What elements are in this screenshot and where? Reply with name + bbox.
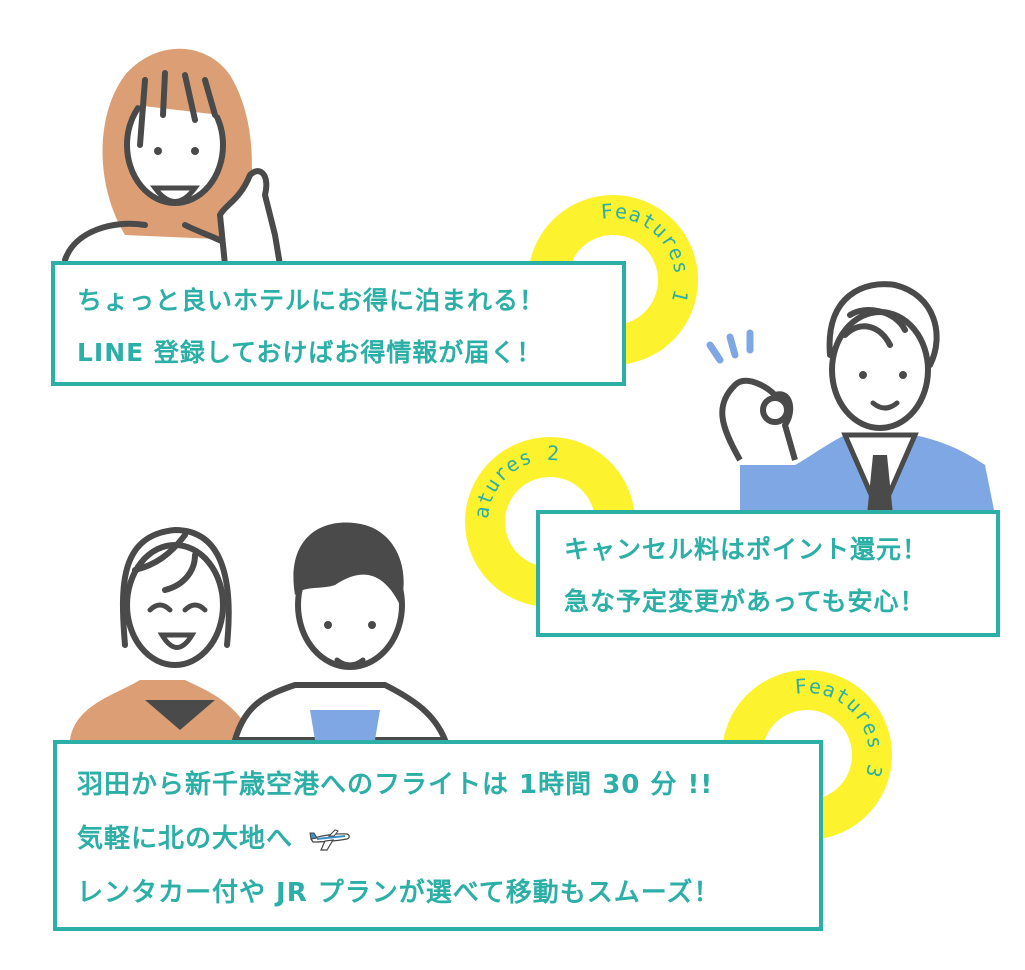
woman-thumbs-up-illustration xyxy=(62,48,283,265)
feature-1-line-2: LINE 登録しておけばお得情報が届く！ xyxy=(77,338,543,367)
feature-1-line-1: ちょっと良いホテルにお得に泊まれる！ xyxy=(77,286,546,315)
feature-3-line-1: 羽田から新千歳空港へのフライトは 1時間 30 分 !! xyxy=(77,770,714,800)
feature-3-line-2-text: 気軽に北の大地へ xyxy=(77,824,294,854)
feature-2-card: キャンセル料はポイント還元！ 急な予定変更があっても安心！ xyxy=(536,510,1000,637)
feature-3-line-3: レンタカー付や JR プランが選べて移動もスムーズ！ xyxy=(77,878,721,908)
feature-2-line-2: 急な予定変更があっても安心！ xyxy=(564,587,926,616)
feature-2-line-1: キャンセル料はポイント還元！ xyxy=(564,535,929,564)
businessman-ok-sign-illustration xyxy=(706,281,995,515)
feature-1-card: ちょっと良いホテルにお得に泊まれる！ LINE 登録しておけばお得情報が届く！ xyxy=(51,261,626,386)
feature-3-card: 羽田から新千歳空港へのフライトは 1時間 30 分 !! 気軽に北の大地へ レン… xyxy=(53,740,823,931)
feature-3-line-2: 気軽に北の大地へ xyxy=(77,818,819,855)
couple-smiling-illustration xyxy=(70,522,449,740)
airplane-icon xyxy=(309,828,350,851)
